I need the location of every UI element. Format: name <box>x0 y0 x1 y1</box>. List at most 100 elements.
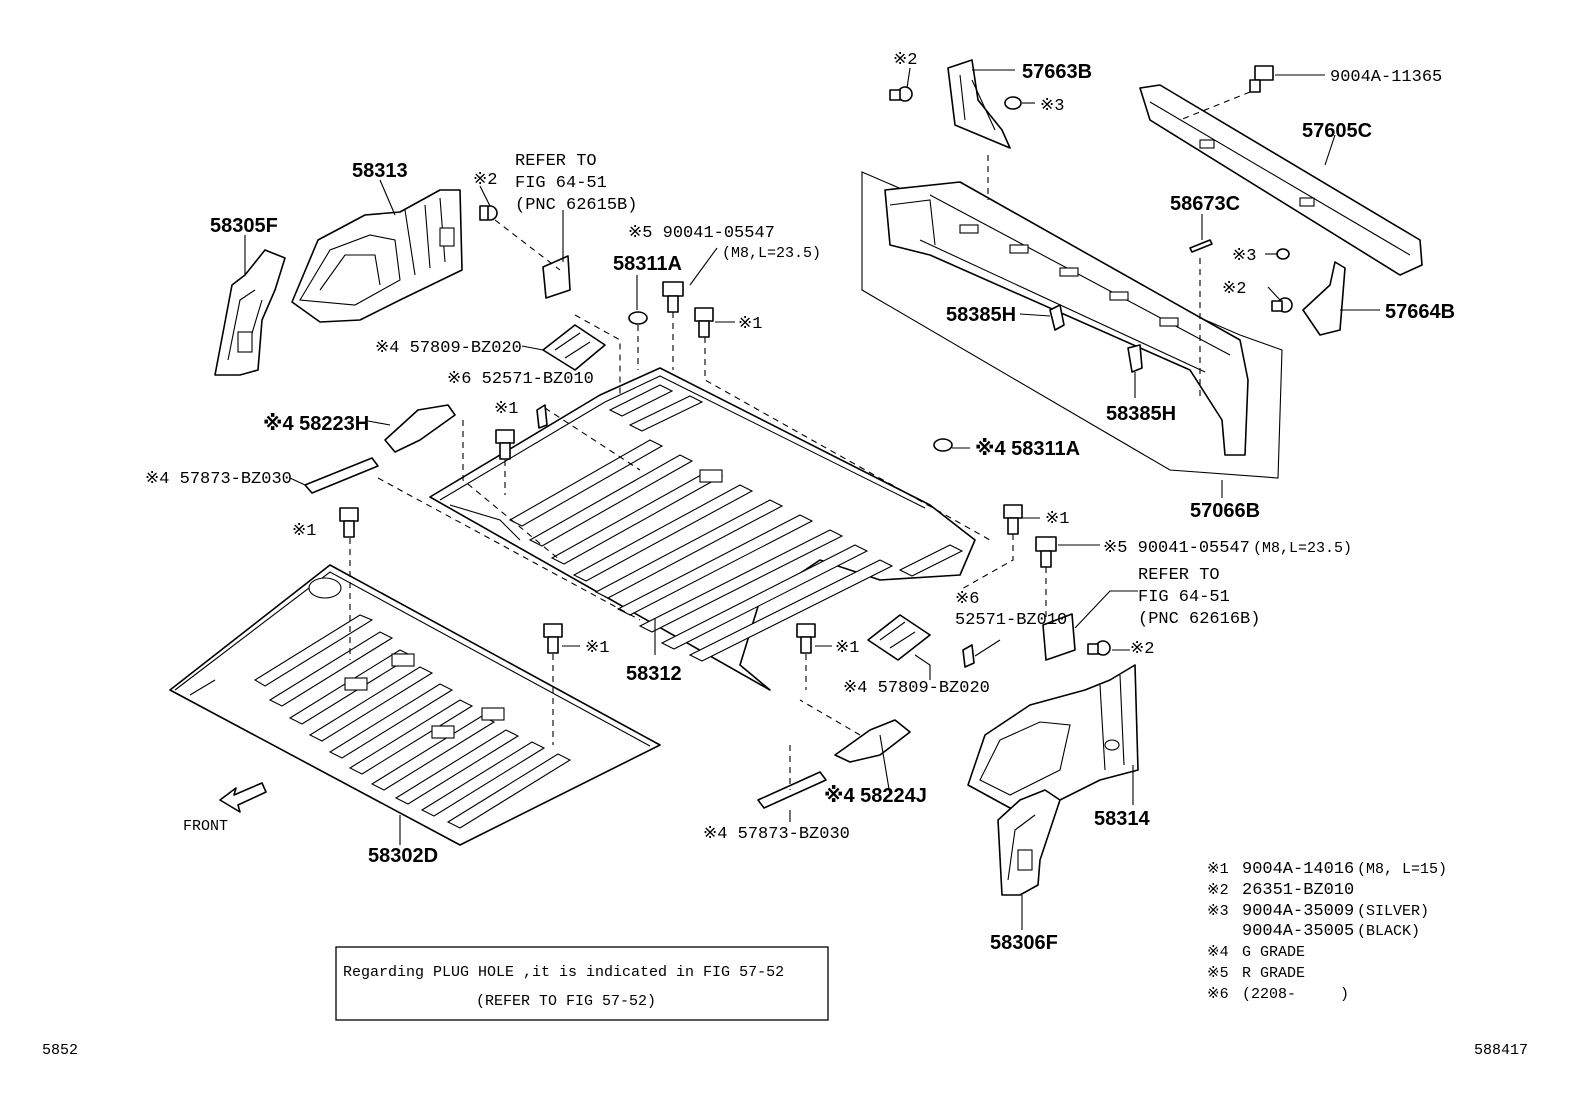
clip-icon-k2-right <box>1087 640 1111 656</box>
plug-icon-58311A-right <box>933 438 953 452</box>
bracket-58223H <box>384 404 456 453</box>
label-58311A-top: 58311A <box>613 253 682 275</box>
bolt-icon-k1-top <box>694 307 714 338</box>
label-57873-bottom: ※4 57873-BZ030 <box>703 825 850 844</box>
plug-hole-note: Regarding PLUG HOLE ,it is indicated in … <box>335 946 829 1021</box>
strip-57873-bottom <box>757 771 827 809</box>
marker-58673C <box>1189 239 1213 253</box>
bracket-58385H-b <box>1127 344 1143 373</box>
front-floor-panel-58302D <box>169 564 661 846</box>
bracket-57809-top <box>542 324 606 371</box>
label-k2-top: ※2 <box>893 51 917 70</box>
label-k3-right: ※3 <box>1232 247 1256 266</box>
label-58305F: 58305F <box>210 215 278 237</box>
label-58313: 58313 <box>352 160 408 182</box>
label-k6-right: ※6 <box>955 590 979 609</box>
legend-key-6: ※5 <box>1207 965 1229 982</box>
plate-62615B <box>542 255 571 299</box>
label-58311A-right: ※4 58311A <box>975 438 1080 460</box>
bracket-57809-bottom <box>867 614 931 661</box>
right-quarter-panel-58306F <box>997 789 1061 896</box>
label-refer-right-3: (PNC 62616B) <box>1138 610 1260 629</box>
label-58306F: 58306F <box>990 932 1058 954</box>
label-58224J: ※4 58224J <box>824 785 927 807</box>
label-58223H: ※4 58223H <box>263 413 369 435</box>
label-refer-left-1: REFER TO <box>515 152 597 171</box>
label-k5-right: ※5 90041-05547 <box>1103 539 1250 558</box>
rear-floor-panel-58312 <box>429 367 976 691</box>
left-wheelhouse-58313 <box>291 189 463 323</box>
label-refer-right-1: REFER TO <box>1138 566 1220 585</box>
legend-text-3: 9004A-35009 <box>1242 902 1354 921</box>
left-quarter-panel-58305F <box>214 249 286 376</box>
note-line-2: (REFER TO FIG 57-52) <box>476 993 656 1010</box>
label-58314: 58314 <box>1094 808 1150 830</box>
strip-57873-top <box>304 457 379 494</box>
bracket-58224J <box>834 719 911 763</box>
pillar-57663B <box>947 59 1011 149</box>
label-k2-right-top: ※2 <box>1222 280 1246 299</box>
label-k1-left: ※1 <box>292 522 316 541</box>
label-front: FRONT <box>183 818 228 835</box>
legend-text-4: 9004A-35005 <box>1242 922 1354 941</box>
assembly-guide-lines <box>349 91 1251 790</box>
clip-icon-52571-top <box>536 404 548 429</box>
label-refer-left-2: FIG 64-51 <box>515 174 607 193</box>
legend-text-7: (2208- <box>1242 986 1296 1003</box>
clip-icon-52571-right <box>962 644 975 668</box>
bolt-icon-k1-mid <box>495 429 515 460</box>
legend-text-5: G GRADE <box>1242 944 1305 961</box>
clip-icon-k2-right-top <box>1271 297 1293 313</box>
legend-spec-4: (BLACK) <box>1357 923 1420 940</box>
label-k2-right: ※2 <box>1130 640 1154 659</box>
label-k5-right-spec: (M8,L=23.5) <box>1253 540 1352 557</box>
label-57605C: 57605C <box>1302 120 1372 142</box>
label-57809-bottom: ※4 57809-BZ020 <box>843 679 990 698</box>
label-57873-top: ※4 57873-BZ030 <box>145 470 292 489</box>
legend: ※1 9004A-14016 (M8, L=15) ※2 26351-BZ010… <box>1207 860 1447 1003</box>
label-k5-top: ※5 90041-05547 <box>628 224 775 243</box>
label-k1-top: ※1 <box>738 315 762 334</box>
legend-spec-3: (SILVER) <box>1357 903 1429 920</box>
bracket-58385H-a <box>1049 304 1065 331</box>
legend-spec-7: ) <box>1340 986 1349 1003</box>
label-58312: 58312 <box>626 663 682 685</box>
label-57663B: 57663B <box>1022 61 1092 83</box>
pillar-57664B <box>1302 261 1346 336</box>
label-52571-right: 52571-BZ010 <box>955 611 1067 630</box>
bolt-icon-k1-right <box>1003 504 1023 535</box>
bolt-icon-k1-left <box>339 507 359 538</box>
label-k3-top: ※3 <box>1040 97 1064 116</box>
label-57066B: 57066B <box>1190 500 1260 522</box>
legend-key-2: ※2 <box>1207 882 1229 899</box>
clip-icon-k2-top <box>889 86 913 102</box>
label-k1-center: ※1 <box>585 639 609 658</box>
label-9004A-11365: 9004A-11365 <box>1330 68 1442 87</box>
bolt-icon-9004A-11365 <box>1249 65 1274 93</box>
label-refer-right-2: FIG 64-51 <box>1138 588 1230 607</box>
label-58385H-b: 58385H <box>1106 403 1176 425</box>
legend-key-3: ※3 <box>1207 903 1229 920</box>
bolt-icon-k1-center <box>543 623 563 654</box>
plug-icon-k3-right <box>1276 248 1290 260</box>
label-52571-top: ※6 52571-BZ010 <box>447 370 594 389</box>
legend-spec-1: (M8, L=15) <box>1357 861 1447 878</box>
legend-key-7: ※6 <box>1207 986 1229 1003</box>
part-labels: 58313 58305F REFER TO FIG 64-51 (PNC 626… <box>145 51 1455 954</box>
note-line-1: Regarding PLUG HOLE ,it is indicated in … <box>343 964 784 981</box>
bolt-icon-k1-lower <box>796 623 816 654</box>
leader-lines <box>244 67 1380 930</box>
label-k1-lower: ※1 <box>835 639 859 658</box>
legend-text-1: 9004A-14016 <box>1242 860 1354 879</box>
label-58673C: 58673C <box>1170 193 1240 215</box>
label-k5-top-spec: (M8,L=23.5) <box>722 245 821 262</box>
label-refer-left-3: (PNC 62615B) <box>515 196 637 215</box>
right-wheelhouse-58314 <box>967 664 1139 809</box>
reinforcement-57605C <box>1139 84 1423 276</box>
label-57664B: 57664B <box>1385 301 1455 323</box>
label-k1-right: ※1 <box>1045 510 1069 529</box>
label-58302D: 58302D <box>368 845 438 867</box>
page-number-left: 5852 <box>42 1042 78 1059</box>
clip-icon-k2-left <box>479 205 498 221</box>
